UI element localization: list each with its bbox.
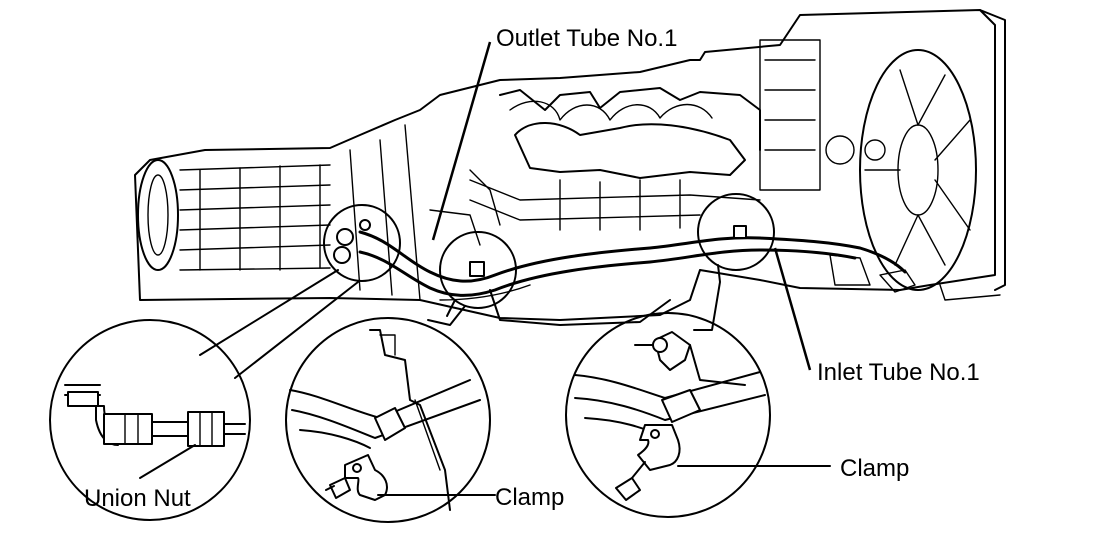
cooling-fan-icon: [859, 49, 977, 291]
clamp-icon: [615, 424, 681, 501]
clamp-left-label: Clamp: [495, 484, 564, 511]
clamp-left-detail: [285, 317, 496, 523]
detail-circle-union: [323, 204, 401, 282]
outlet-tube-label: Outlet Tube No.1: [496, 25, 677, 52]
clamp-icon: [325, 454, 388, 501]
engine-transmission-drawing: [134, 9, 1006, 326]
clamp-right-label: Clamp: [840, 455, 909, 482]
detail-circle-clamp-left: [439, 231, 517, 309]
oil-cooler-tubes: [333, 219, 907, 301]
inlet-tube-label: Inlet Tube No.1: [817, 359, 980, 386]
detail-circle-clamp-right: [697, 193, 775, 271]
union-nut-icon: [64, 384, 246, 447]
union-nut-label: Union Nut: [84, 485, 191, 512]
union-nut-detail: [49, 319, 251, 521]
clamp-right-detail: [565, 312, 831, 518]
